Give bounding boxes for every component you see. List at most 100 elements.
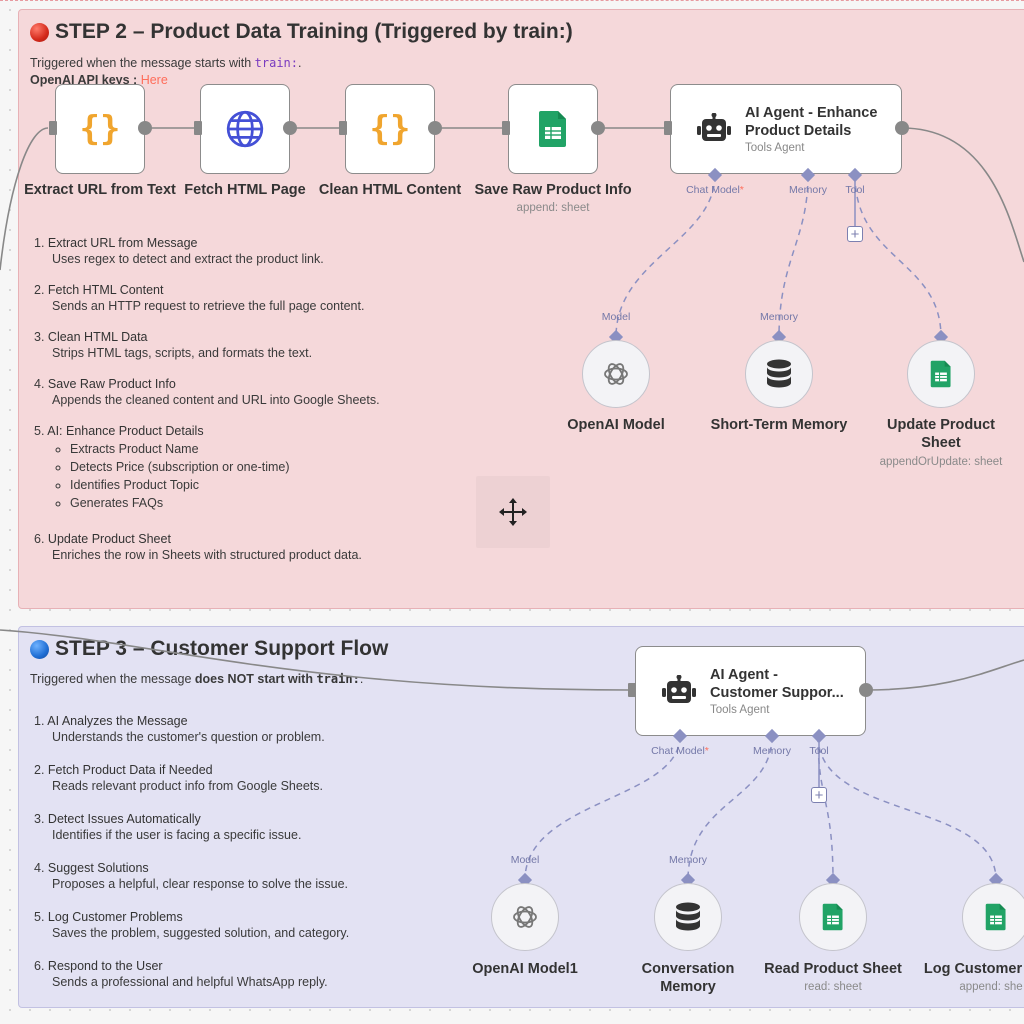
connection-in-extract[interactable] — [0, 127, 49, 271]
node-save-raw[interactable] — [508, 84, 598, 174]
node-sub-read: read: sheet — [804, 981, 862, 993]
node-clean-html[interactable]: {} — [345, 84, 435, 174]
svg-text:{}: {} — [370, 109, 411, 149]
step-title: Respond to the User — [47, 959, 163, 973]
step-desc: Understands the customer's question or p… — [52, 730, 325, 744]
step-title: AI: Enhance Product Details — [47, 424, 204, 438]
output-port[interactable] — [283, 121, 297, 135]
add-tool-button[interactable]: + — [847, 226, 863, 242]
subconnection-chat-model-2[interactable] — [524, 735, 681, 881]
openai-icon — [513, 906, 537, 928]
step-title: Save Raw Product Info — [47, 377, 176, 391]
google-sheets-icon — [930, 360, 951, 388]
robot-icon — [662, 675, 696, 707]
move-icon — [499, 498, 527, 526]
step-desc: Saves the problem, suggested solution, a… — [52, 926, 350, 940]
api-keys-label: OpenAI API keys : — [30, 73, 141, 87]
step-title: Log Customer Problems — [47, 910, 183, 924]
input-port[interactable] — [194, 121, 202, 135]
database-icon — [676, 902, 700, 931]
bullet-item: Extracts Product Name — [70, 442, 380, 456]
step3-title: STEP 3 – Customer Support Flow — [55, 637, 389, 660]
agent-title-line2: Customer Suppor... — [710, 685, 844, 701]
connection-support-out[interactable] — [865, 659, 1024, 691]
input-port[interactable] — [49, 121, 57, 135]
step2-heading: STEP 2 – Product Data Training (Triggere… — [30, 20, 573, 44]
node-ai-agent-enhance[interactable]: AI Agent - Enhance Product Details Tools… — [670, 84, 902, 174]
trigger-prefix: Triggered when the message — [30, 672, 195, 686]
svg-text:{}: {} — [80, 109, 121, 149]
step-bullets: Extracts Product Name Detects Price (sub… — [34, 442, 380, 510]
chat-model-port-label: Chat Model* — [651, 745, 709, 757]
output-port[interactable] — [859, 683, 873, 697]
subconnection-memory-2[interactable] — [687, 735, 773, 881]
step-title: Suggest Solutions — [47, 861, 149, 875]
agent-title-line1: AI Agent - Enhance — [745, 105, 878, 121]
output-port[interactable] — [138, 121, 152, 135]
node-label-openai1: OpenAI Model1 — [472, 961, 578, 977]
chat-model-port-label: Chat Model* — [686, 184, 744, 196]
node-ai-agent-support[interactable]: AI Agent - Customer Suppor... Tools Agen… — [635, 646, 866, 736]
red-circle-icon — [30, 22, 49, 42]
output-port[interactable] — [591, 121, 605, 135]
bullet-item: Identifies Product Topic — [70, 478, 380, 492]
trigger-bold: does NOT start with — [194, 672, 317, 686]
add-tool-button[interactable]: + — [811, 787, 827, 803]
api-keys-link[interactable]: Here — [140, 73, 168, 87]
bullet-item: Generates FAQs — [70, 496, 380, 510]
blue-circle-icon — [30, 639, 49, 659]
node-update-product-sheet[interactable] — [907, 340, 975, 408]
node-openai-model[interactable] — [582, 340, 650, 408]
node-label-fetch: Fetch HTML Page — [184, 182, 306, 198]
connection-agent-out[interactable] — [901, 127, 1024, 263]
node-openai-model1[interactable] — [491, 883, 559, 951]
node-conversation-memory[interactable] — [654, 883, 722, 951]
memory-in-port-label: Memory — [760, 311, 798, 323]
step-desc: Reads relevant product info from Google … — [52, 779, 323, 793]
agent-subtitle: Tools Agent — [710, 704, 770, 716]
step-desc: Enriches the row in Sheets with structur… — [52, 548, 362, 562]
input-port[interactable] — [339, 121, 347, 135]
tool-port-label: Tool — [845, 184, 865, 196]
subconnection-chat-model[interactable] — [615, 174, 716, 338]
node-short-term-memory[interactable] — [745, 340, 813, 408]
tool-port-label: Tool — [809, 745, 829, 757]
node-label-save: Save Raw Product Info — [474, 182, 632, 198]
agent-title-line2: Product Details — [745, 123, 852, 139]
step-desc: Uses regex to detect and extract the pro… — [52, 252, 324, 266]
trigger-code: train: — [254, 56, 298, 70]
subconnection-tool-log[interactable] — [817, 735, 997, 881]
node-sub-log: append: she — [959, 981, 1023, 993]
step-title: Clean HTML Data — [47, 330, 148, 344]
node-log-customer[interactable] — [962, 883, 1024, 951]
input-port[interactable] — [502, 121, 510, 135]
connection-in-support-agent[interactable] — [0, 629, 629, 691]
subconnection-memory[interactable] — [778, 174, 809, 338]
subconnection-tool-read[interactable] — [817, 735, 834, 881]
step-title: Fetch HTML Content — [47, 283, 164, 297]
node-label-update: Update Product Sheet — [887, 416, 995, 452]
node-label-extract: Extract URL from Text — [24, 182, 176, 198]
memory-port-label: Memory — [789, 184, 827, 196]
input-port[interactable] — [664, 121, 672, 135]
trigger-suffix: . — [359, 672, 364, 686]
node-extract-url[interactable]: {} — [55, 84, 145, 174]
output-port[interactable] — [895, 121, 909, 135]
code-braces-icon: {} — [370, 109, 411, 149]
output-port[interactable] — [428, 121, 442, 135]
node-label-clean: Clean HTML Content — [318, 182, 462, 198]
node-read-product-sheet[interactable] — [799, 883, 867, 951]
node-fetch-html[interactable] — [200, 84, 290, 174]
label-line2: Sheet — [921, 435, 961, 451]
agent-title-line1: AI Agent - — [710, 667, 778, 683]
step-desc: Strips HTML tags, scripts, and formats t… — [52, 346, 313, 360]
subconnection-tool[interactable] — [854, 174, 942, 338]
move-handle[interactable] — [476, 476, 550, 548]
api-keys-line: OpenAI API keys : Here — [30, 73, 168, 87]
input-port[interactable] — [628, 683, 636, 697]
